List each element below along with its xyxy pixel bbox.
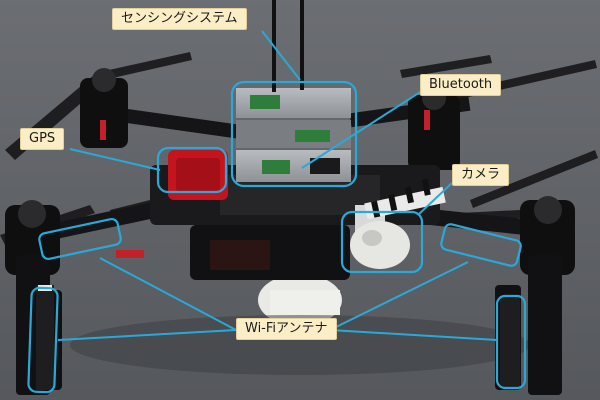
camera-label: カメラ (452, 164, 510, 186)
camera-dome (350, 221, 410, 269)
bluetooth-label: Bluetooth (420, 74, 502, 96)
wifi-antenna-label: Wi-Fiアンテナ (236, 318, 337, 340)
sensing-system-label: センシングシステム (112, 8, 247, 30)
gps-label: GPS (20, 128, 65, 150)
sensing-boards (236, 88, 351, 182)
